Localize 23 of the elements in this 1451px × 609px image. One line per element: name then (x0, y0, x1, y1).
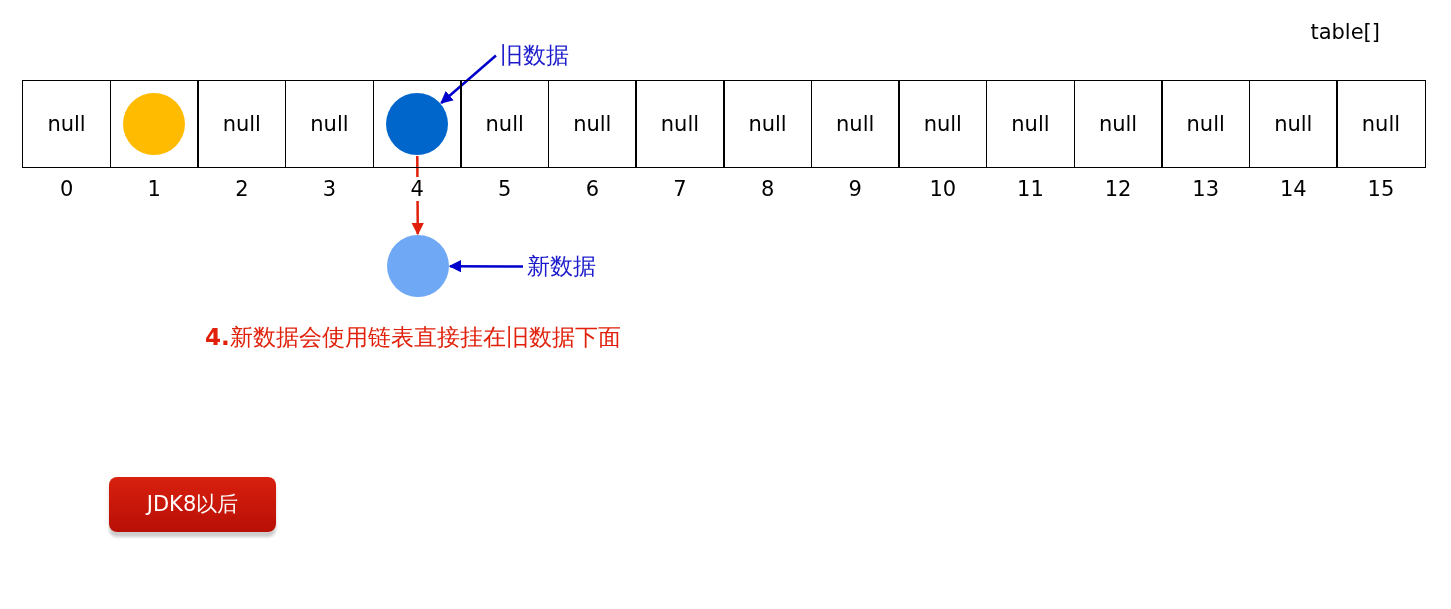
null-text: null (660, 112, 700, 136)
null-text: null (748, 112, 787, 136)
null-text: null (836, 112, 875, 136)
null-text: null (1361, 112, 1401, 136)
null-text: null (1098, 112, 1138, 136)
null-text: null (485, 112, 524, 136)
null-text: null (1011, 112, 1050, 136)
callout-text: 新数据 (527, 251, 596, 282)
tag-button: JDK8以后 (109, 477, 276, 532)
callout-text: 旧数据 (500, 40, 569, 71)
null-text: null (222, 112, 261, 136)
arrow (440, 54, 497, 104)
arrow (411, 156, 424, 236)
arrow (448, 259, 523, 273)
null-text: null (310, 112, 349, 136)
null-text: null (47, 112, 86, 136)
null-text: null (1186, 112, 1225, 136)
null-text: null (1274, 112, 1313, 136)
note-text: 4.新数据会使用链表直接挂在旧数据下面 (205, 323, 621, 352)
array-title: table[] (1310, 20, 1380, 44)
null-text: null (573, 112, 612, 136)
index-number: 4 (408, 177, 426, 201)
null-text: null (923, 112, 962, 136)
